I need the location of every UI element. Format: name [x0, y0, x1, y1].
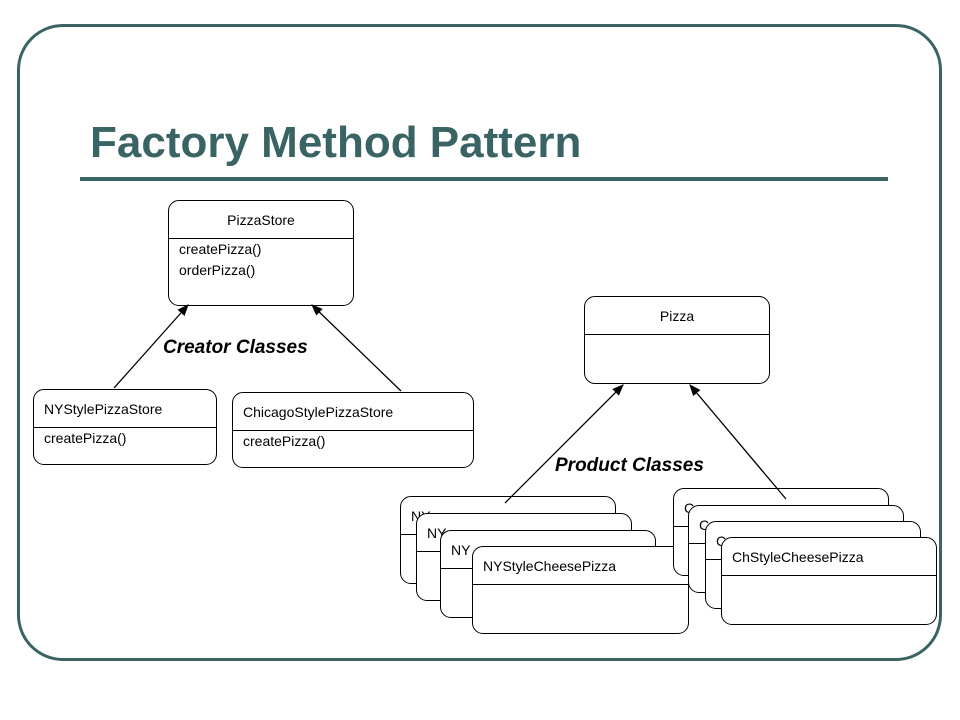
method-list: createPizza(): [34, 428, 216, 449]
chstylecheesepizza-class-box: ChStyleCheesePizza: [721, 537, 937, 625]
method: createPizza(): [243, 433, 326, 449]
nystylepizzastore-class-box: NYStylePizzaStore createPizza(): [33, 389, 217, 465]
class-name: ChStyleCheesePizza: [722, 538, 936, 576]
class-name: PizzaStore: [169, 201, 353, 239]
pizzastore-class-box: PizzaStore createPizza() orderPizza(): [168, 200, 354, 306]
creator-classes-label: Creator Classes: [163, 337, 308, 358]
slide-title: Factory Method Pattern: [90, 118, 582, 167]
method-list: createPizza() orderPizza(): [169, 239, 353, 281]
ny-store-to-pizzastore-arrow: [113, 304, 189, 389]
pizza-class-box: Pizza: [584, 296, 770, 384]
title-underline: [80, 177, 888, 181]
ny-pizza-to-pizza-arrow: [504, 384, 624, 504]
nystylecheesepizza-class-box: NYStyleCheesePizza: [472, 546, 689, 634]
slide-frame: [17, 24, 942, 661]
method: orderPizza(): [179, 262, 256, 278]
method-list: createPizza(): [233, 431, 473, 452]
chicagostylepizzastore-class-box: ChicagoStylePizzaStore createPizza(): [232, 392, 474, 468]
class-name: NYStyleCheesePizza: [473, 547, 688, 585]
class-name: Pizza: [585, 297, 769, 335]
class-name: ChicagoStylePizzaStore: [233, 393, 473, 431]
product-classes-label: Product Classes: [555, 455, 704, 476]
chicago-store-to-pizzastore-arrow: [311, 304, 402, 392]
method: createPizza(): [179, 241, 262, 257]
ch-pizza-to-pizza-arrow: [689, 384, 787, 500]
class-name: NYStylePizzaStore: [34, 390, 216, 428]
method: createPizza(): [44, 430, 127, 446]
